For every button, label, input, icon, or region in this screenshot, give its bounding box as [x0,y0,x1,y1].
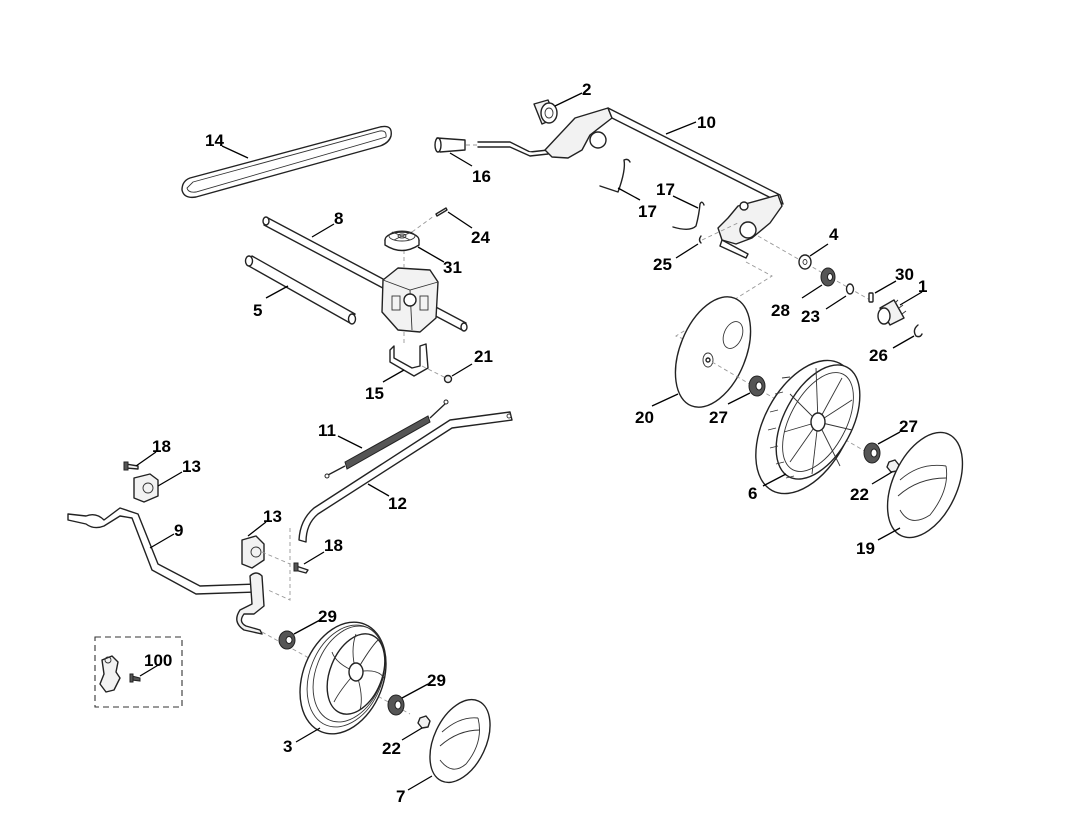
label-25: 25 [653,255,672,274]
label-14: 14 [205,131,224,150]
gearbox[interactable] [381,267,439,333]
part-19-rear-hubcap[interactable] [872,421,977,550]
part-31-pulley[interactable] [384,230,420,252]
part-17-spring-clip-b[interactable] [672,201,705,230]
part-12-linkage-rod[interactable] [298,411,513,543]
label-22b: 22 [382,739,401,758]
part-13-bushing-b[interactable] [241,535,265,569]
part-23-ring[interactable] [845,283,855,295]
label-17a: 17 [638,202,657,221]
label-13b: 13 [263,507,282,526]
label-13a: 13 [182,457,201,476]
part-5-rod[interactable] [244,255,357,325]
label-100: 100 [144,651,172,670]
part-22-nut-front[interactable] [417,715,431,729]
label-3: 3 [283,737,292,756]
part-18-screw-b[interactable] [293,562,309,574]
label-31: 31 [443,258,462,277]
label-27b: 27 [899,417,918,436]
part-9-front-axle[interactable] [67,507,265,635]
label-8: 8 [334,209,343,228]
label-16: 16 [472,167,491,186]
label-2: 2 [582,80,591,99]
label-30: 30 [895,265,914,284]
label-5: 5 [253,301,262,320]
part-2-pinion[interactable] [533,99,558,125]
part-21-screw[interactable] [443,374,453,384]
label-9: 9 [174,521,183,540]
label-19: 19 [856,539,875,558]
label-11: 11 [318,421,336,440]
part-28-bearing[interactable] [820,267,836,287]
part-30-key[interactable] [868,292,874,303]
part-4-washer[interactable] [798,254,812,270]
part-29-bearing-a[interactable] [278,630,296,650]
part-11-spring[interactable] [324,399,449,479]
label-6: 6 [748,484,757,503]
label-23: 23 [801,307,820,326]
label-29b: 29 [427,671,446,690]
part-27-bearing-b[interactable] [863,442,881,464]
part-27-bearing-a[interactable] [748,375,766,397]
part-100-kit-box[interactable] [94,636,183,708]
part-20-guard-disc[interactable] [661,286,766,418]
part-24-pin[interactable] [435,207,448,217]
label-27a: 27 [709,408,728,427]
part-16-knob[interactable] [434,137,466,153]
part-18-screw-a[interactable] [123,461,139,471]
part-13-bushing-a[interactable] [133,473,159,503]
label-18b: 18 [324,536,343,555]
part-14-belt[interactable] [181,125,392,199]
part-15-bracket[interactable] [389,343,429,377]
label-15: 15 [365,384,384,403]
label-28: 28 [771,301,790,320]
label-21: 21 [474,347,493,366]
label-10: 10 [697,113,716,132]
part-25-clip[interactable] [698,235,702,244]
label-4: 4 [829,225,839,244]
part-10-rear-axle[interactable] [477,107,784,259]
part-29-bearing-b[interactable] [387,694,405,716]
part-3-front-wheel[interactable] [284,609,402,747]
part-7-front-hubcap[interactable] [418,690,502,792]
label-1: 1 [918,277,927,296]
label-18a: 18 [152,437,171,456]
part-26-circlip[interactable] [913,324,923,338]
part-1-pinion[interactable] [877,299,907,326]
label-12: 12 [388,494,407,513]
label-20: 20 [635,408,654,427]
label-22a: 22 [850,485,869,504]
label-29a: 29 [318,607,337,626]
part-6-rear-wheel[interactable] [735,344,877,511]
part-17-spring-clip-a[interactable] [599,158,631,193]
label-26: 26 [869,346,888,365]
label-17b: 17 [656,180,675,199]
label-7: 7 [396,787,405,806]
label-24: 24 [471,228,490,247]
